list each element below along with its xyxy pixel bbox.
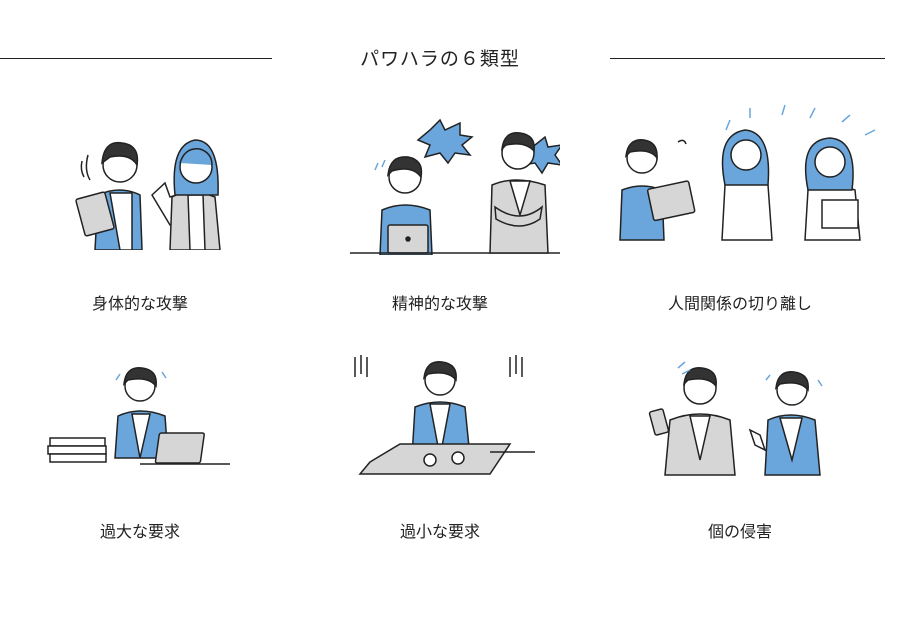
page-title: パワハラの６類型 [360,48,520,70]
illustration-privacy-invasion [590,360,890,480]
illustration-mental-attack [290,115,590,255]
illustration-insufficient-demands [290,352,590,482]
type-label: 過小な要求 [399,522,480,541]
type-label: 個の侵害 [707,522,772,541]
type-label: 身体的な攻撃 [91,294,188,313]
type-label: 精神的な攻撃 [391,294,488,313]
illustration-physical-attack [0,125,290,250]
illustration-isolation [590,100,890,245]
illustration-excessive-demands [0,358,290,483]
type-label: 過大な要求 [99,522,180,541]
type-label: 人間関係の切り離し [667,294,812,313]
title-rule-left [0,58,272,59]
title-rule-right [610,58,885,59]
